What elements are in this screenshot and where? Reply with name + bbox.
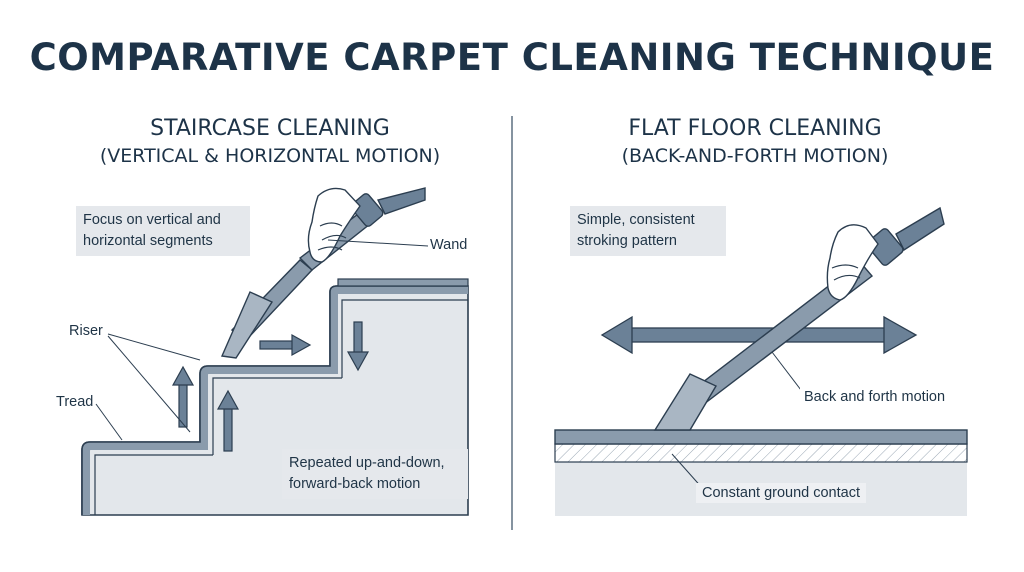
riser-label: Riser [69,323,103,339]
motion-label: Back and forth motion [800,387,950,407]
hand-icon [826,224,879,301]
floor-underlay [554,443,968,463]
flat-floor-heading-block: FLAT FLOOR CLEANING (BACK-AND-FORTH MOTI… [555,115,955,169]
stair-carpet [82,286,468,515]
staircase-heading-block: STAIRCASE CLEANING (VERTICAL & HORIZONTA… [70,115,470,169]
note-line: Simple, consistent [577,212,695,228]
flat-floor-subheading: (BACK-AND-FORTH MOTION) [621,145,889,167]
right-arrow-icon [259,333,312,357]
down-arrow-icon [346,321,370,372]
double-arrow-icon [600,315,918,355]
note-line: stroking pattern [577,233,677,249]
up-arrow-icon [171,365,195,428]
page-title: COMPARATIVE CARPET CLEANING TECHNIQUE [29,36,995,79]
note-line: Focus on vertical and [83,212,221,228]
note-line: Repeated up-and-down, [289,455,445,471]
flat-floor-note-top: Simple, consistent stroking pattern [570,206,726,256]
stair-landing-edge [337,278,469,287]
stair-carpet-edge [81,285,468,515]
note-line: horizontal segments [83,233,213,249]
floor-wand [653,206,945,431]
staircase-note-bottom: Repeated up-and-down, forward-back motio… [282,449,468,499]
flat-floor-heading: FLAT FLOOR CLEANING [628,116,882,141]
contact-label: Constant ground contact [696,483,866,503]
hand-icon [307,187,361,263]
staircase-subheading: (VERTICAL & HORIZONTAL MOTION) [99,145,441,167]
wand-label: Wand [430,237,468,253]
floor-carpet [554,429,968,445]
note-line: forward-back motion [289,476,421,492]
stair-edges [94,299,468,515]
staircase-heading: STAIRCASE CLEANING [150,116,390,141]
tread-label: Tread [56,394,94,410]
panel-divider [511,116,513,530]
up-arrow-icon [216,389,240,452]
staircase-note-top: Focus on vertical and horizontal segment… [76,206,250,256]
